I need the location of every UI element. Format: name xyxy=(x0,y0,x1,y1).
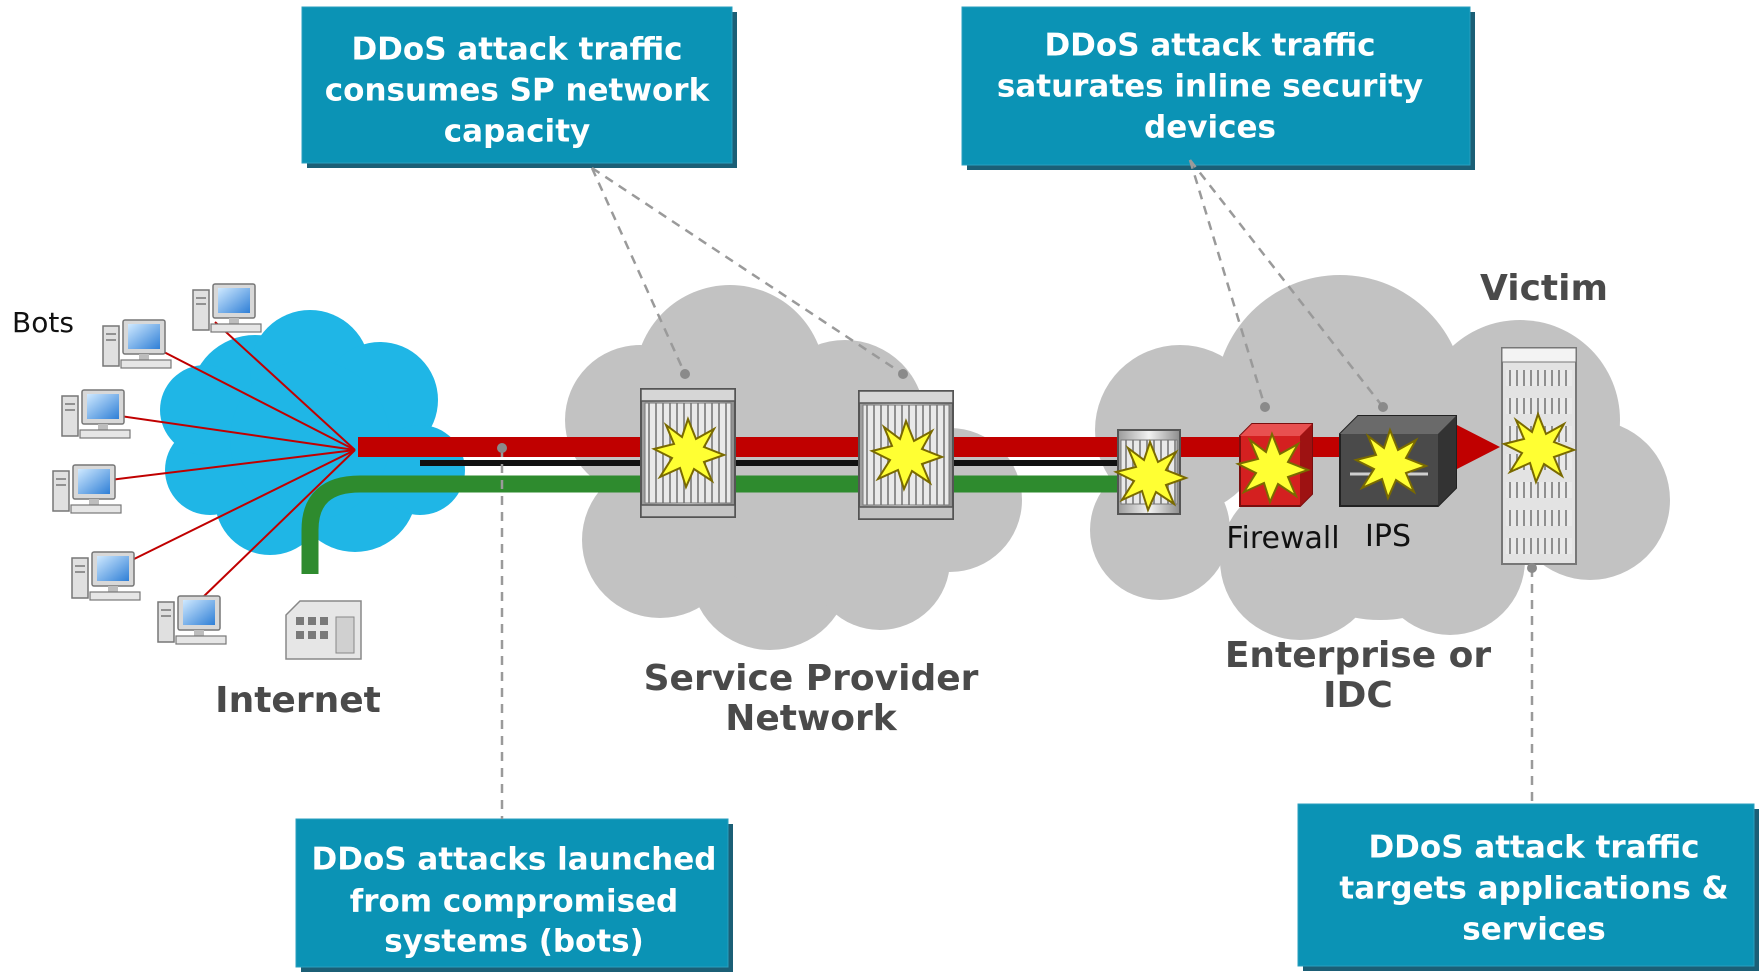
callout-bots-line-1: DDoS attacks launched xyxy=(312,842,717,878)
callout-bots-launch: DDoS attacks launched from compromised s… xyxy=(295,818,733,972)
firewall-icon xyxy=(1237,423,1313,507)
callout-bots-line-3: systems (bots) xyxy=(384,924,644,960)
callout-inline-line-2: saturates inline security xyxy=(997,69,1423,105)
computer-icon xyxy=(157,595,227,645)
ips-icon xyxy=(1339,415,1457,507)
sp-network-label-line-2: Network xyxy=(725,698,897,739)
callout-sp-capacity: DDoS attack traffic consumes SP network … xyxy=(301,6,737,168)
callout-targets-line-1: DDoS attack traffic xyxy=(1368,830,1699,866)
enterprise-label-line-2: IDC xyxy=(1323,675,1393,716)
building-icon xyxy=(285,600,362,660)
bot-links xyxy=(109,321,356,601)
computer-icon xyxy=(102,319,172,369)
computer-icon xyxy=(71,551,141,601)
callout-targets-line-2: targets applications & xyxy=(1339,871,1728,907)
ips-label: IPS xyxy=(1365,519,1411,554)
callout-bots-line-2: from compromised xyxy=(350,884,679,920)
enterprise-router xyxy=(1115,429,1187,515)
callout-inline-line-3: devices xyxy=(1144,110,1276,146)
callout-sp-line-2: consumes SP network xyxy=(325,73,711,109)
server-rack-icon xyxy=(1501,347,1577,565)
firewall-label: Firewall xyxy=(1226,521,1339,556)
computer-icon xyxy=(61,389,131,439)
callout-targets-line-3: services xyxy=(1462,912,1605,948)
sp-router-1 xyxy=(640,388,736,518)
callout-sp-line-1: DDoS attack traffic xyxy=(351,32,682,68)
enterprise-label-line-1: Enterprise or xyxy=(1225,635,1492,676)
computer-icon xyxy=(52,464,122,514)
bots-label: Bots xyxy=(12,306,74,339)
callout-sp-line-3: capacity xyxy=(444,114,590,150)
callout-targets-apps: DDoS attack traffic targets applications… xyxy=(1297,803,1759,971)
callout-inline-line-1: DDoS attack traffic xyxy=(1044,28,1375,64)
internet-label: Internet xyxy=(215,680,381,721)
victim-label: Victim xyxy=(1480,268,1608,309)
leader-lines xyxy=(497,159,1537,819)
computer-icon xyxy=(192,283,262,333)
sp-network-label-line-1: Service Provider xyxy=(644,658,979,699)
callout-inline-devices: DDoS attack traffic saturates inline sec… xyxy=(961,6,1475,170)
sp-router-2 xyxy=(858,390,954,520)
